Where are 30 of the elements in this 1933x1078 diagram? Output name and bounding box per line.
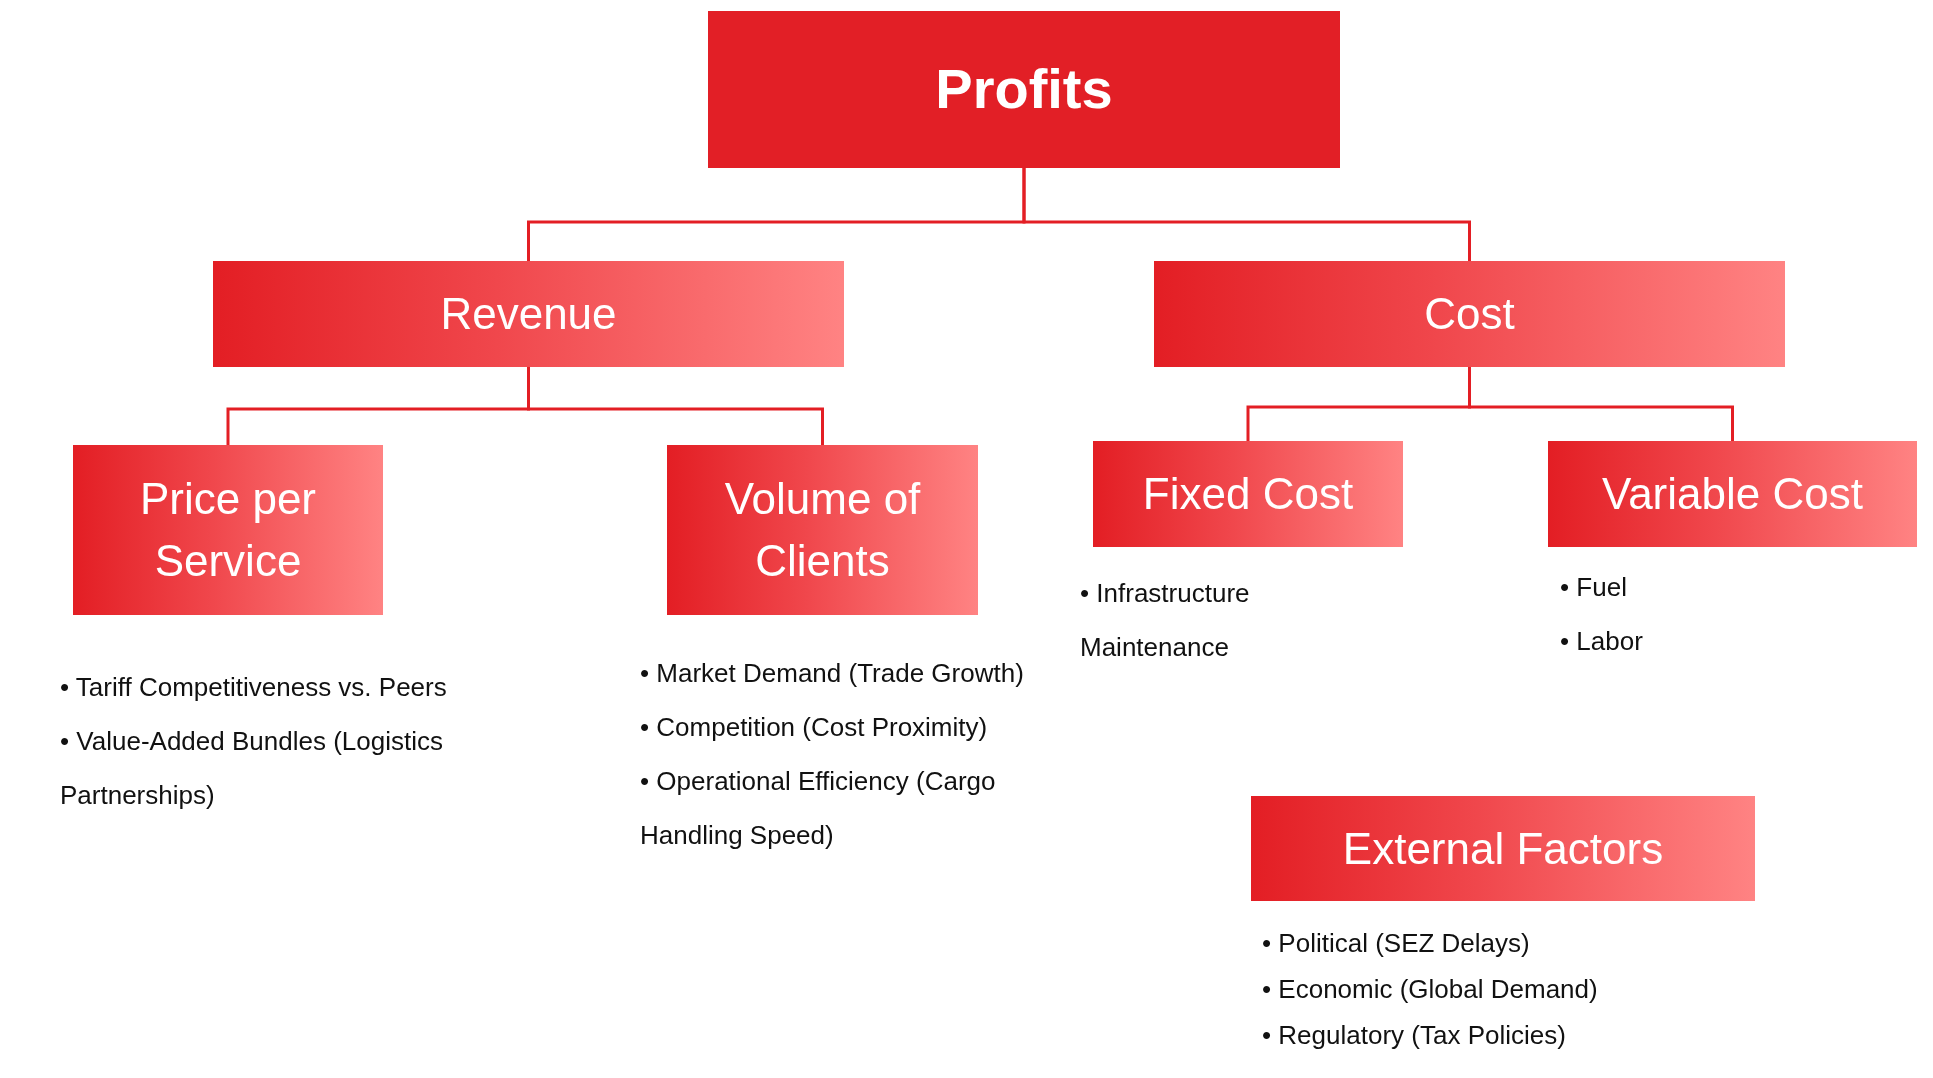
category-box xyxy=(667,445,978,615)
bullet-item: • Labor xyxy=(1560,625,1644,658)
connector-line xyxy=(1468,367,1734,441)
bullet-item: • Competition (Cost Proximity) xyxy=(640,711,989,744)
bullet-item: • Tariff Competitiveness vs. Peers xyxy=(60,671,448,704)
bullet-item: • Market Demand (Trade Growth) xyxy=(640,657,1025,690)
category-box xyxy=(1548,441,1917,547)
bullet-item: • Infrastructure Maintenance xyxy=(1080,577,1251,664)
category-box xyxy=(1154,261,1785,367)
box-title: Variable Cost xyxy=(1602,468,1863,521)
category-box xyxy=(213,261,844,367)
category-box xyxy=(1251,796,1755,901)
box-title: Price per Service xyxy=(138,473,318,587)
box-title: Fixed Cost xyxy=(1142,468,1354,521)
bullet-item: • Fuel xyxy=(1560,571,1628,604)
category-box xyxy=(708,11,1340,168)
category-box xyxy=(73,445,383,615)
bullet-item: • Regulatory (Tax Policies) xyxy=(1262,1019,1567,1052)
bullet-item: • Operational Efficiency (Cargo Handling Speed) xyxy=(640,765,997,852)
box-title: Profits xyxy=(935,56,1113,123)
box-title: External Factors xyxy=(1342,822,1664,875)
box-title: Cost xyxy=(1424,288,1515,341)
bullet-item: • Political (SEZ Delays) xyxy=(1262,927,1531,960)
category-box xyxy=(1093,441,1403,547)
bullet-item: • Value-Added Bundles (Logistics Partnerships) xyxy=(60,725,444,812)
box-title: Revenue xyxy=(440,288,617,341)
box-title: Volume of Clients xyxy=(723,473,922,587)
bullet-item: • Economic (Global Demand) xyxy=(1262,973,1599,1006)
connector-line xyxy=(1022,168,1471,261)
connector-line xyxy=(527,367,824,445)
